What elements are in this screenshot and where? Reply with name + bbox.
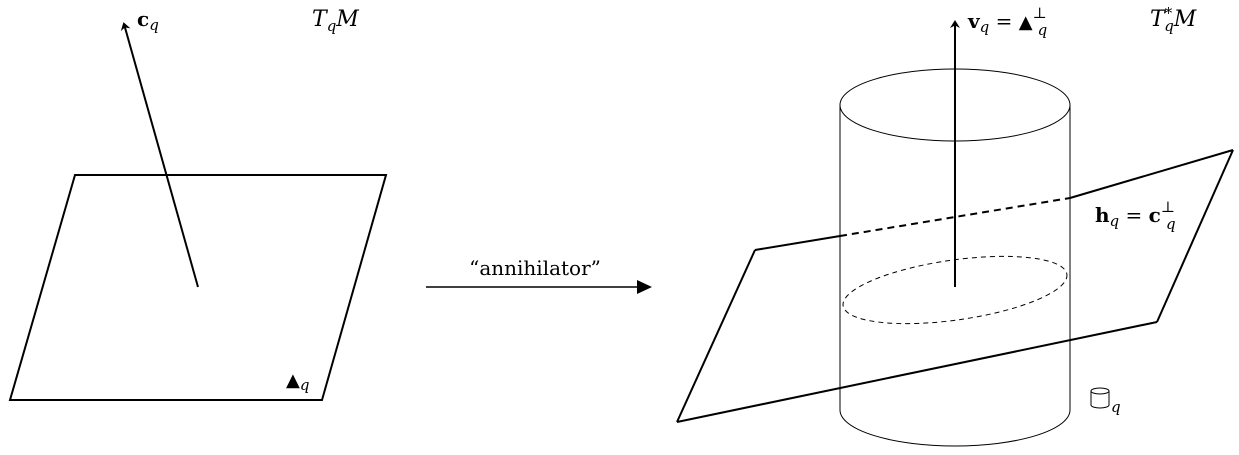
left-panel: cq TqM ▲q — [8, 7, 388, 401]
plane-triangle-label: ▲q — [286, 370, 309, 394]
cotangent-space-label: T*qM — [1150, 4, 1197, 35]
vector-v-label: vq = ▲⊥q — [967, 4, 1047, 39]
right-panel: vq = ▲⊥q T*qM hq = c⊥q q — [676, 4, 1234, 447]
cylinder-icon — [1090, 387, 1110, 409]
plane-h-label: hq = c⊥q — [1095, 198, 1176, 233]
hidden-ellipse — [842, 255, 1068, 325]
tangent-space-label: TqM — [312, 7, 359, 35]
cylinder-bottom — [839, 409, 1071, 447]
vector-c-arrow — [120, 22, 199, 288]
annihilator-arrow-group: “annihilator” — [426, 256, 652, 294]
annihilator-arrowhead — [637, 280, 652, 294]
cotangent-plane — [676, 149, 1234, 423]
cylinder-subscript: q — [1111, 398, 1121, 416]
vector-c-label: cq — [137, 7, 159, 34]
annihilator-label: “annihilator” — [469, 256, 601, 280]
tangent-plane — [8, 174, 388, 401]
